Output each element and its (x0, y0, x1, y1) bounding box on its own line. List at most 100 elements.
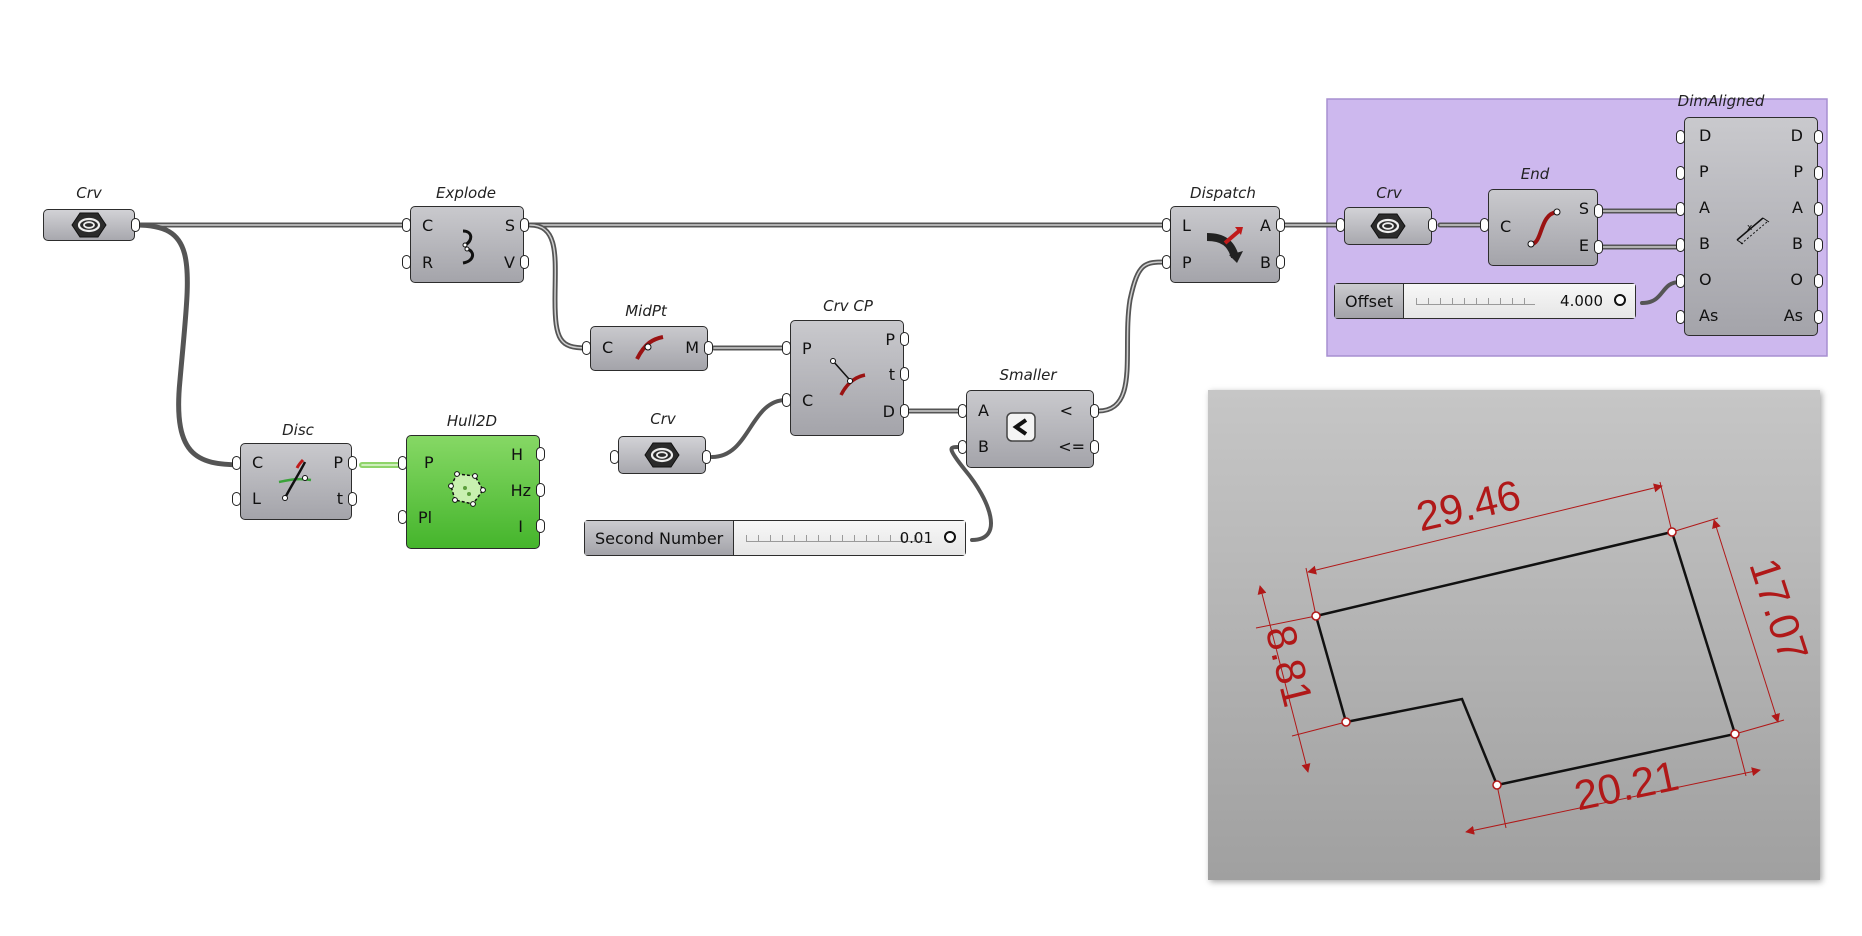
hull2d-output-hz[interactable]: Hz (510, 481, 531, 500)
explode-input-c[interactable]: C (422, 216, 434, 235)
disc-grip-t[interactable] (348, 492, 357, 506)
hull2d-grip-p[interactable] (398, 456, 407, 470)
explode-output-v[interactable]: V (504, 253, 515, 272)
dimaligned-output-b[interactable]: B (1792, 234, 1803, 253)
crv1-output-grip[interactable] (131, 218, 140, 232)
end-grip-c[interactable] (1480, 218, 1489, 232)
smaller-input-b[interactable]: B (978, 437, 989, 456)
dispatch-component[interactable]: L P A B (1170, 206, 1280, 283)
dimaligned-grip-a-in[interactable] (1676, 202, 1685, 216)
crv3-grip-in[interactable] (1336, 218, 1345, 232)
crv2-grip-in[interactable] (610, 450, 619, 464)
end-input-c[interactable]: C (1500, 217, 1512, 236)
crvcp-grip-c[interactable] (782, 393, 791, 407)
explode-grip-v[interactable] (520, 255, 529, 269)
end-component[interactable]: C S E (1488, 189, 1598, 266)
hull2d-output-h[interactable]: H (510, 445, 523, 464)
offset-slider[interactable]: Offset 4.000 (1334, 283, 1636, 319)
smaller-output-lte[interactable]: <= (1058, 437, 1085, 456)
dimaligned-grip-p-out[interactable] (1814, 166, 1823, 180)
dimaligned-output-o[interactable]: O (1790, 270, 1803, 289)
crvcp-component[interactable]: P C P t D (790, 320, 904, 436)
crv2-param[interactable] (618, 436, 706, 474)
disc-output-t[interactable]: t (336, 489, 343, 508)
offset-knob[interactable] (1614, 294, 1626, 306)
dimaligned-component[interactable]: D P A B O As D P A B O As x (1684, 117, 1818, 336)
end-grip-e[interactable] (1594, 240, 1603, 254)
smaller-grip-b[interactable] (958, 440, 967, 454)
dimaligned-grip-o-in[interactable] (1676, 274, 1685, 288)
crv3-grip-out[interactable] (1428, 218, 1437, 232)
dispatch-grip-a[interactable] (1276, 218, 1285, 232)
disc-grip-p[interactable] (348, 456, 357, 470)
dimaligned-grip-b-in[interactable] (1676, 238, 1685, 252)
second-number-knob[interactable] (944, 531, 956, 543)
end-output-s[interactable]: S (1578, 199, 1589, 218)
dimaligned-output-d[interactable]: D (1790, 126, 1803, 145)
crvcp-output-d[interactable]: D (882, 402, 895, 421)
explode-grip-s[interactable] (520, 218, 529, 232)
smaller-input-a[interactable]: A (978, 401, 989, 420)
rhino-viewport[interactable]: 29.46 17.07 8.81 20.21 (1208, 390, 1820, 880)
crv1-param[interactable] (43, 209, 135, 241)
dispatch-grip-p[interactable] (1162, 255, 1171, 269)
crvcp-grip-d[interactable] (900, 404, 909, 418)
disc-output-p[interactable]: P (333, 453, 343, 472)
midpt-component[interactable]: C M (590, 326, 708, 371)
disc-input-c[interactable]: C (252, 453, 264, 472)
dimaligned-grip-d-in[interactable] (1676, 130, 1685, 144)
dimaligned-output-p[interactable]: P (1793, 162, 1803, 181)
dimaligned-input-p[interactable]: P (1699, 162, 1709, 181)
crvcp-grip-t[interactable] (900, 367, 909, 381)
hull2d-grip-hz[interactable] (536, 483, 545, 497)
explode-component[interactable]: C R S V (410, 206, 524, 283)
crvcp-output-p[interactable]: P (885, 330, 895, 349)
explode-input-r[interactable]: R (422, 253, 434, 272)
dimaligned-input-o[interactable]: O (1699, 270, 1712, 289)
crvcp-input-p[interactable]: P (802, 339, 812, 358)
second-number-track[interactable]: 0.01 (734, 521, 965, 555)
crvcp-input-c[interactable]: C (802, 391, 814, 410)
dimaligned-input-a[interactable]: A (1699, 198, 1710, 217)
disc-grip-l[interactable] (232, 492, 241, 506)
dimaligned-output-as[interactable]: As (1783, 306, 1803, 325)
dimaligned-grip-a-out[interactable] (1814, 202, 1823, 216)
dimaligned-input-b[interactable]: B (1699, 234, 1710, 253)
midpt-grip-m[interactable] (704, 341, 713, 355)
second-number-slider[interactable]: Second Number 0.01 (584, 520, 966, 556)
hull2d-output-i[interactable]: I (518, 517, 523, 536)
dimaligned-grip-d-out[interactable] (1814, 130, 1823, 144)
hull2d-component[interactable]: P Pl H Hz I (406, 435, 540, 549)
crvcp-grip-p-out[interactable] (900, 332, 909, 346)
dimaligned-grip-p-in[interactable] (1676, 166, 1685, 180)
disc-grip-c[interactable] (232, 456, 241, 470)
midpt-input-c[interactable]: C (602, 338, 614, 357)
crv2-grip-out[interactable] (702, 450, 711, 464)
explode-grip-c[interactable] (402, 218, 411, 232)
offset-track[interactable]: 4.000 (1404, 284, 1635, 318)
crvcp-output-t[interactable]: t (888, 365, 895, 384)
dispatch-input-l[interactable]: L (1182, 216, 1191, 235)
dimaligned-grip-o-out[interactable] (1814, 274, 1823, 288)
dispatch-grip-b[interactable] (1276, 255, 1285, 269)
hull2d-grip-pl[interactable] (398, 510, 407, 524)
dimaligned-input-as[interactable]: As (1699, 306, 1719, 325)
crv3-param[interactable] (1344, 207, 1432, 245)
smaller-component[interactable]: A B < <= (966, 390, 1094, 468)
crvcp-grip-p[interactable] (782, 341, 791, 355)
hull2d-grip-h[interactable] (536, 447, 545, 461)
smaller-output-lt[interactable]: < (1059, 401, 1073, 420)
smaller-grip-a[interactable] (958, 404, 967, 418)
dimaligned-grip-b-out[interactable] (1814, 238, 1823, 252)
dimaligned-grip-as-out[interactable] (1814, 310, 1823, 324)
midpt-grip-c[interactable] (582, 341, 591, 355)
explode-grip-r[interactable] (402, 255, 411, 269)
dispatch-input-p[interactable]: P (1182, 253, 1192, 272)
hull2d-grip-i[interactable] (536, 519, 545, 533)
dimaligned-grip-as-in[interactable] (1676, 310, 1685, 324)
disc-component[interactable]: C L P t (240, 443, 352, 520)
disc-input-l[interactable]: L (252, 489, 261, 508)
end-grip-s[interactable] (1594, 204, 1603, 218)
midpt-output-m[interactable]: M (685, 338, 699, 357)
dispatch-output-a[interactable]: A (1260, 216, 1271, 235)
